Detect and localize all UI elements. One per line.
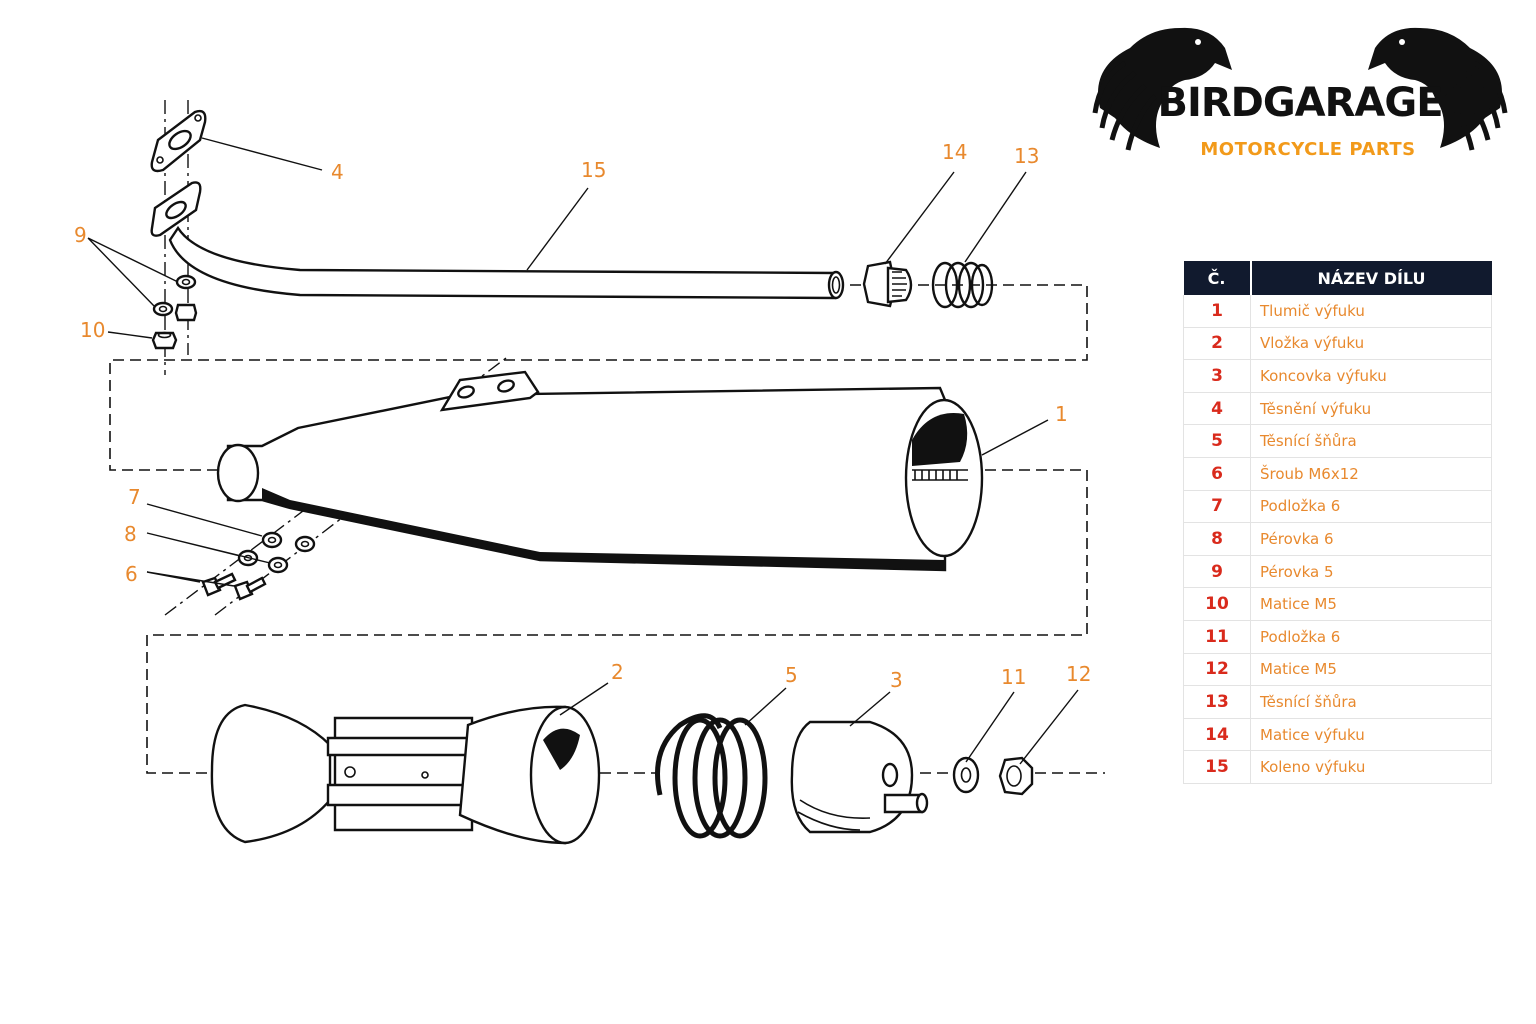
brand-name: BIRDGARAGE [1157, 80, 1442, 126]
part-number: 5 [1183, 424, 1251, 458]
part-exhaust-pipe-15 [150, 181, 845, 300]
part-name: Šroub M6x12 [1250, 457, 1492, 491]
part-nut-10 [151, 331, 178, 350]
callout-leaders [87, 137, 1079, 765]
part-washers-9 [152, 274, 198, 322]
part-number: 11 [1183, 620, 1251, 654]
part-name: Matice M5 [1250, 653, 1492, 687]
part-muffler-1 [216, 370, 984, 572]
part-name: Podložka 6 [1250, 490, 1492, 524]
part-name: Pérovka 6 [1250, 522, 1492, 556]
part-number: 8 [1183, 522, 1251, 556]
part-number: 7 [1183, 490, 1251, 524]
part-exhaust-nut-14 [862, 260, 913, 308]
callout-8: 8 [124, 522, 137, 546]
callout-6: 6 [125, 562, 138, 586]
part-number: 12 [1183, 653, 1251, 687]
exhaust-exploded-diagram: 1 2 3 4 5 6 7 8 9 10 11 12 13 14 15 [74, 100, 1105, 845]
brand-tagline: MOTORCYCLE PARTS [1200, 139, 1415, 160]
callout-2: 2 [611, 660, 624, 684]
part-name: Těsnící šňůra [1250, 685, 1492, 719]
part-spring-washers-8 [237, 549, 289, 574]
part-sealing-cord-13 [931, 261, 994, 309]
part-number: 14 [1183, 718, 1251, 752]
callout-11: 11 [1001, 665, 1026, 689]
part-name: Vložka výfuku [1250, 327, 1492, 361]
part-name: Matice výfuku [1250, 718, 1492, 752]
part-number: 2 [1183, 327, 1251, 361]
part-number: 15 [1183, 750, 1251, 784]
column-header-number: Č. [1183, 261, 1252, 295]
eagle-left-icon [1092, 27, 1232, 151]
part-number: 13 [1183, 685, 1251, 719]
part-washer-11 [952, 756, 980, 794]
callout-labels: 1 2 3 4 5 6 7 8 9 10 11 12 13 14 15 [74, 140, 1091, 692]
part-number: 9 [1183, 555, 1251, 589]
part-name: Koncovka výfuku [1250, 359, 1492, 393]
part-name: Pérovka 5 [1250, 555, 1492, 589]
callout-7: 7 [128, 485, 141, 509]
part-name: Tlumič výfuku [1250, 295, 1492, 328]
part-number: 1 [1183, 295, 1251, 328]
callout-14: 14 [942, 140, 967, 164]
part-name: Podložka 6 [1250, 620, 1492, 654]
part-insert-2 [210, 703, 601, 845]
part-name: Matice M5 [1250, 587, 1492, 621]
callout-4: 4 [331, 160, 344, 184]
part-number: 3 [1183, 359, 1251, 393]
callout-9: 9 [74, 223, 87, 247]
part-name: Těsnění výfuku [1250, 392, 1492, 426]
column-header-name: NÁZEV DÍLU [1250, 261, 1492, 295]
callout-12: 12 [1066, 662, 1091, 686]
part-washers-7 [261, 531, 316, 553]
callout-15: 15 [581, 158, 606, 182]
part-sealing-cord-5 [655, 713, 768, 839]
part-name: Koleno výfuku [1250, 750, 1492, 784]
callout-10: 10 [80, 318, 105, 342]
part-number: 10 [1183, 587, 1251, 621]
part-end-cap-3 [790, 720, 929, 834]
callout-5: 5 [785, 663, 798, 687]
callout-1: 1 [1055, 402, 1068, 426]
callout-3: 3 [890, 668, 903, 692]
callout-13: 13 [1014, 144, 1039, 168]
part-name: Těsnící šňůra [1250, 424, 1492, 458]
eagle-right-icon [1368, 27, 1508, 151]
brand-logo: BIRDGARAGE MOTORCYCLE PARTS [1092, 27, 1508, 160]
table-header-row: Č. NÁZEV DÍLU [1183, 261, 1492, 295]
part-screws-6 [201, 572, 267, 601]
part-nut-12 [998, 756, 1034, 796]
part-number: 6 [1183, 457, 1251, 491]
part-gasket-4 [150, 109, 207, 173]
part-number: 4 [1183, 392, 1251, 426]
